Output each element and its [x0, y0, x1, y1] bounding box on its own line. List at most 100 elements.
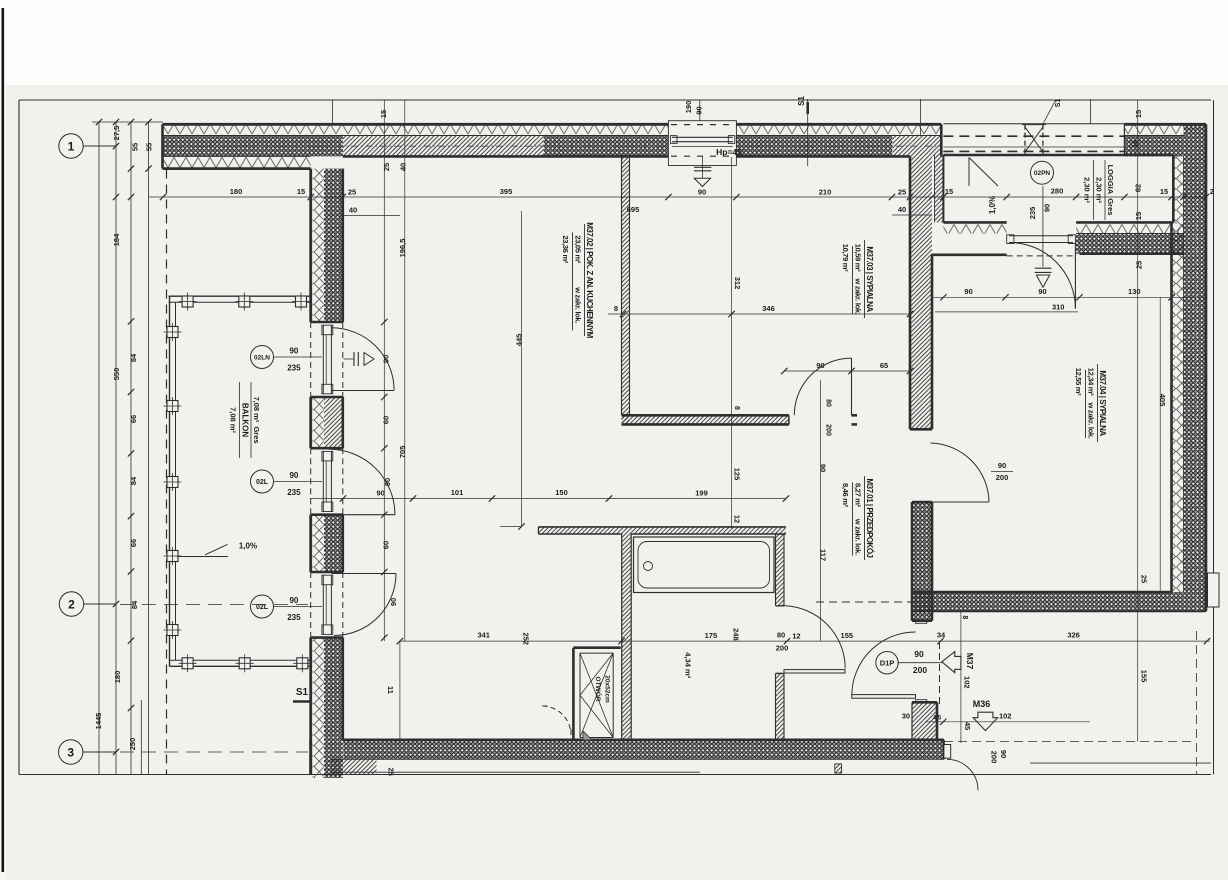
svg-text:66: 66 — [129, 415, 138, 423]
svg-text:130: 130 — [1128, 287, 1141, 296]
svg-text:M37.01 | PRZEDPOKÓJ: M37.01 | PRZEDPOKÓJ — [865, 479, 874, 558]
svg-text:196,5: 196,5 — [398, 239, 407, 258]
svg-text:40: 40 — [349, 206, 357, 215]
svg-text:90: 90 — [1043, 204, 1052, 212]
svg-text:25: 25 — [898, 188, 906, 197]
svg-text:w zakr. lok.: w zakr. lok. — [574, 286, 583, 323]
svg-text:12: 12 — [733, 515, 742, 523]
svg-text:10,59 m²: 10,59 m² — [854, 244, 863, 272]
svg-text:200: 200 — [913, 665, 927, 675]
svg-text:4,5: 4,5 — [933, 716, 942, 722]
svg-text:40: 40 — [399, 163, 408, 171]
svg-text:200: 200 — [996, 473, 1009, 482]
svg-text:102: 102 — [962, 676, 971, 689]
svg-text:55: 55 — [145, 143, 154, 151]
svg-text:125: 125 — [733, 468, 742, 481]
svg-text:8: 8 — [733, 406, 740, 410]
svg-text:25: 25 — [1140, 575, 1149, 583]
svg-text:18: 18 — [1133, 140, 1140, 148]
svg-text:23,36 m²: 23,36 m² — [561, 235, 570, 263]
svg-text:55: 55 — [131, 143, 140, 151]
svg-text:2,30 m²: 2,30 m² — [1083, 177, 1092, 203]
svg-text:7,08 m²: 7,08 m² — [229, 407, 238, 433]
svg-text:346: 346 — [762, 304, 775, 313]
svg-text:OTWÓR: OTWÓR — [594, 677, 603, 702]
svg-text:LOGGIA Gres: LOGGIA Gres — [1106, 165, 1115, 216]
svg-text:175: 175 — [705, 631, 718, 640]
svg-text:8,46 m²: 8,46 m² — [841, 483, 850, 508]
svg-text:102: 102 — [999, 712, 1012, 721]
svg-text:200: 200 — [776, 644, 789, 653]
svg-text:25: 25 — [387, 768, 396, 776]
svg-text:M37.03 | SYPIALNA: M37.03 | SYPIALNA — [865, 246, 874, 312]
svg-text:90: 90 — [389, 598, 398, 606]
svg-text:705: 705 — [398, 446, 407, 459]
svg-text:180: 180 — [230, 187, 243, 196]
svg-text:4,34 m²: 4,34 m² — [684, 652, 693, 678]
svg-text:2: 2 — [68, 597, 75, 611]
svg-text:D1P: D1P — [880, 658, 895, 667]
svg-text:150: 150 — [555, 488, 568, 497]
svg-text:20x52cm: 20x52cm — [604, 675, 611, 703]
svg-text:S1: S1 — [1055, 99, 1062, 108]
svg-text:23,05 m²: 23,05 m² — [574, 235, 583, 263]
svg-text:90: 90 — [289, 471, 298, 480]
svg-text:90: 90 — [377, 489, 385, 498]
svg-text:M37.04 | SYPIALNA: M37.04 | SYPIALNA — [1098, 370, 1107, 436]
svg-text:1445: 1445 — [94, 713, 103, 730]
svg-text:235: 235 — [287, 364, 301, 373]
svg-text:101: 101 — [451, 488, 464, 497]
svg-text:15: 15 — [297, 187, 305, 196]
svg-text:7,08 m² Gres: 7,08 m² Gres — [252, 396, 261, 443]
svg-text:155: 155 — [841, 631, 854, 640]
svg-text:90: 90 — [999, 750, 1008, 758]
svg-text:80: 80 — [825, 399, 832, 407]
svg-text:15: 15 — [1160, 187, 1168, 196]
svg-text:90: 90 — [698, 188, 706, 197]
svg-text:90: 90 — [289, 596, 298, 605]
svg-text:250: 250 — [128, 738, 137, 751]
svg-text:3: 3 — [67, 745, 74, 759]
svg-text:8: 8 — [614, 304, 618, 313]
svg-text:12: 12 — [792, 632, 800, 641]
svg-text:117: 117 — [819, 549, 828, 561]
svg-text:15: 15 — [945, 187, 953, 196]
svg-text:15: 15 — [1134, 110, 1143, 118]
svg-text:235: 235 — [287, 488, 301, 497]
svg-text:60: 60 — [382, 541, 391, 549]
svg-text:45: 45 — [963, 722, 972, 730]
svg-text:190: 190 — [684, 101, 693, 114]
svg-text:90: 90 — [964, 287, 972, 296]
svg-text:02LN: 02LN — [254, 354, 270, 361]
svg-text:90: 90 — [383, 478, 392, 486]
svg-text:M37.02 | POK. Z AN. KUCHENNYM: M37.02 | POK. Z AN. KUCHENNYM — [585, 222, 594, 338]
svg-text:84: 84 — [129, 353, 138, 362]
svg-text:199: 199 — [695, 489, 708, 498]
svg-text:BALKON: BALKON — [241, 403, 250, 437]
svg-text:15: 15 — [379, 110, 388, 118]
svg-text:10,79 m²: 10,79 m² — [841, 244, 850, 272]
svg-text:84: 84 — [129, 476, 138, 485]
svg-text:395: 395 — [500, 187, 513, 196]
svg-text:M37: M37 — [965, 653, 975, 670]
svg-text:25: 25 — [382, 163, 391, 171]
svg-text:90: 90 — [382, 355, 391, 363]
svg-text:84: 84 — [130, 600, 139, 609]
svg-text:210: 210 — [819, 188, 832, 197]
svg-text:252: 252 — [522, 632, 531, 645]
svg-text:695: 695 — [627, 205, 640, 214]
svg-text:65: 65 — [880, 361, 888, 370]
svg-text:90: 90 — [819, 464, 828, 472]
svg-text:8,27 m²: 8,27 m² — [854, 483, 863, 508]
svg-text:405: 405 — [1158, 394, 1167, 407]
svg-text:8: 8 — [961, 615, 968, 619]
svg-text:30: 30 — [902, 712, 910, 721]
svg-text:02PN: 02PN — [1034, 170, 1051, 177]
svg-text:90: 90 — [289, 347, 298, 356]
svg-text:w zakr. lok.: w zakr. lok. — [854, 518, 863, 555]
svg-text:200: 200 — [990, 751, 999, 764]
svg-text:66: 66 — [129, 539, 138, 547]
svg-text:2,30 m²: 2,30 m² — [1095, 177, 1104, 203]
svg-text:310: 310 — [1052, 303, 1065, 312]
svg-text:w zakr. lok.: w zakr. lok. — [1087, 402, 1096, 439]
